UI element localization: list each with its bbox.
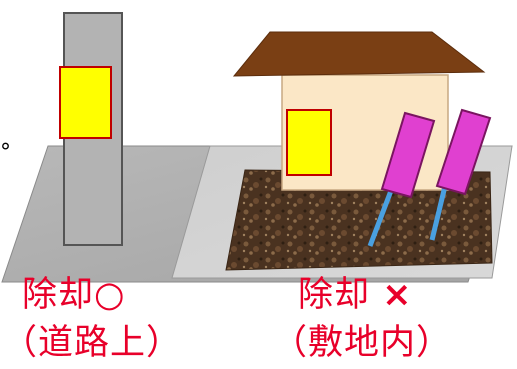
pole-sign (59, 66, 112, 139)
caption-road-location: （道路上） (2, 323, 183, 363)
stray-mark: ° (0, 140, 12, 165)
circle-ok-icon: ○ (94, 275, 126, 315)
caption-site-removal: 除却 × (298, 276, 412, 314)
sign-post-left (367, 187, 395, 247)
cross-ng-icon: × (382, 275, 413, 315)
standing-sign-left (380, 111, 436, 199)
caption-road-removal: 除却○ (22, 276, 126, 314)
wall-sign (286, 109, 332, 176)
caption-road-label: 除却 (22, 275, 95, 315)
standing-sign-right (435, 108, 492, 196)
sign-post-right (429, 181, 449, 241)
caption-site-label: 除却 (298, 275, 371, 315)
caption-site-location: （敷地内） (272, 323, 453, 363)
house-roof (232, 31, 486, 77)
